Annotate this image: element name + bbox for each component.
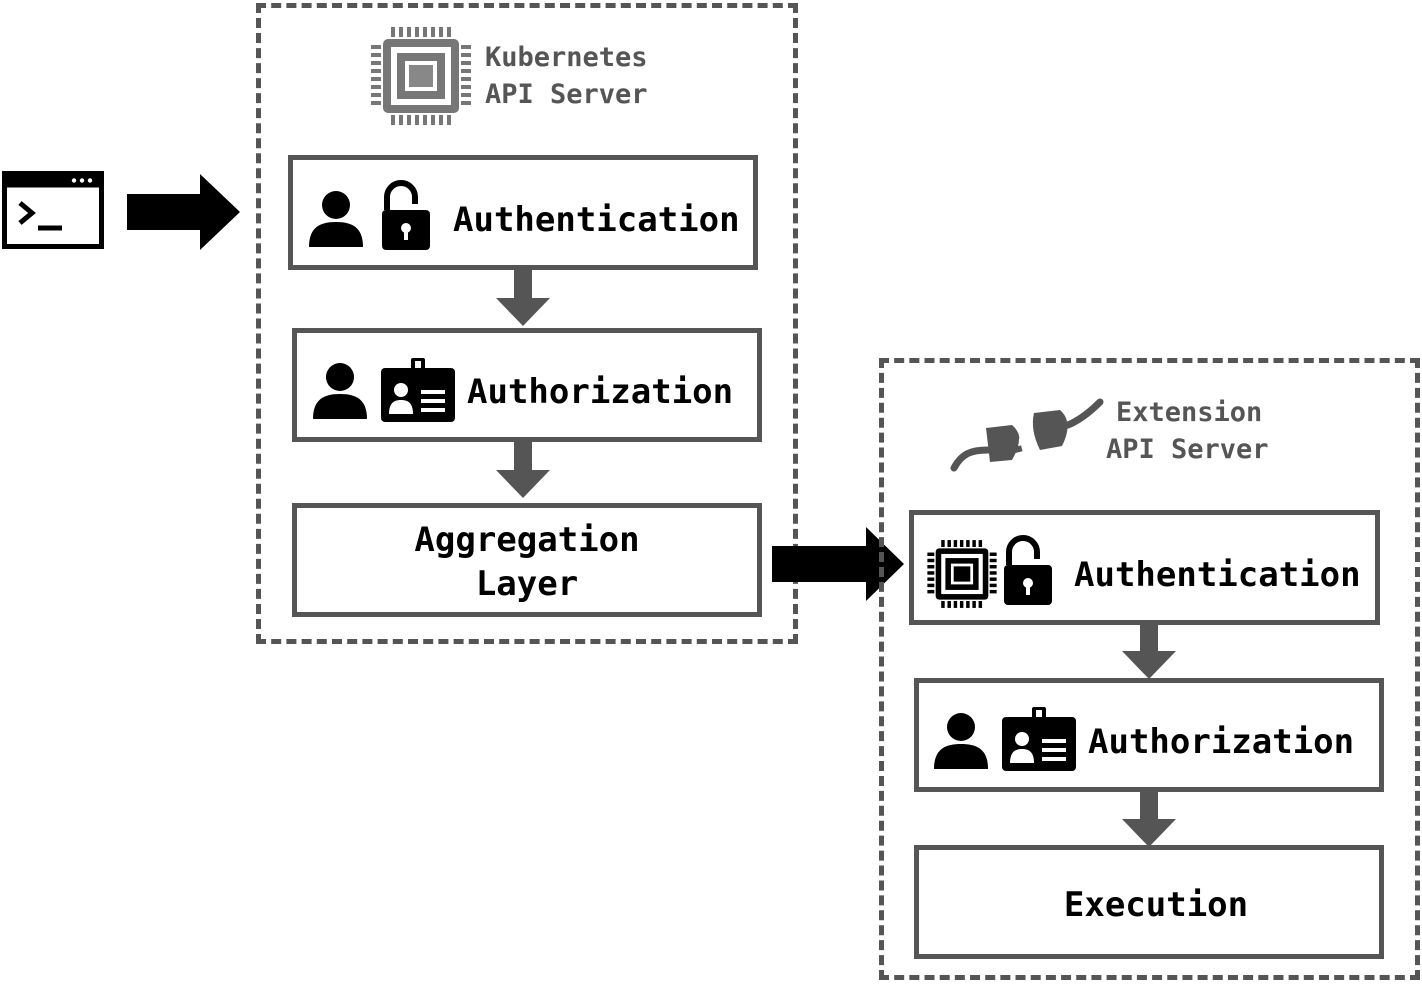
kubernetes-api-server-group [256, 3, 798, 644]
cpu-chip-icon [926, 538, 998, 610]
extension-server-title: Extension API Server [1106, 394, 1269, 468]
user-icon [932, 712, 990, 770]
flow-arrow-down [494, 442, 552, 504]
unlocked-padlock-icon [380, 180, 432, 252]
user-icon [307, 190, 365, 248]
kubernetes-authorization-label: Authorization [467, 372, 734, 412]
execution-label: Execution [1063, 885, 1249, 925]
extension-authorization-label: Authorization [1088, 722, 1355, 762]
id-badge-icon [1002, 707, 1076, 771]
flow-arrow-down [494, 270, 552, 332]
extension-authorization-step [914, 678, 1384, 792]
kubernetes-authorization-step [292, 328, 762, 442]
flow-arrow-down [1120, 623, 1178, 685]
extension-title-line1: Extension [1116, 397, 1263, 428]
kubernetes-authentication-step [288, 155, 758, 270]
terminal-window-icon [2, 171, 104, 249]
delegation-arrow [772, 527, 906, 605]
extension-authentication-label: Authentication [1074, 555, 1361, 595]
unlocked-padlock-icon [1002, 535, 1054, 607]
aggregation-layer-step [292, 503, 762, 617]
kubernetes-title-line2: API Server [485, 79, 648, 110]
kubernetes-authentication-label: Authentication [453, 200, 740, 240]
cpu-chip-icon [369, 25, 473, 127]
extension-title-line2: API Server [1106, 434, 1269, 465]
aggregation-layer-label-line1: Aggregation [414, 520, 640, 560]
extension-api-server-group [879, 358, 1420, 980]
id-badge-icon [381, 358, 455, 422]
plug-icon [950, 398, 1105, 473]
kubernetes-server-title: Kubernetes API Server [485, 39, 648, 113]
execution-step [914, 845, 1384, 959]
user-icon [311, 362, 369, 420]
request-arrow [127, 174, 242, 254]
kubernetes-title-line1: Kubernetes [485, 42, 648, 73]
flow-arrow-down [1120, 791, 1178, 853]
aggregation-layer-label-line2: Layer [475, 564, 579, 604]
